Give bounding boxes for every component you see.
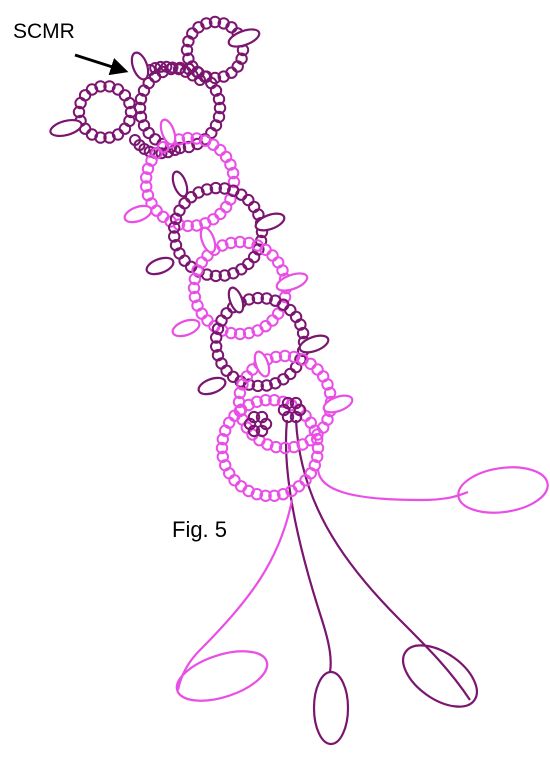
picot-dark-right-3 bbox=[298, 332, 331, 355]
figure-caption: Fig. 5 bbox=[172, 517, 227, 542]
thread-tail-dark-1 bbox=[286, 420, 331, 672]
picot-light-right-2 bbox=[275, 270, 310, 294]
picot-scmr bbox=[129, 50, 152, 81]
scmr-label: SCMR bbox=[13, 20, 75, 43]
picot-light-2 bbox=[198, 226, 218, 255]
picot-dark-left-4 bbox=[196, 375, 227, 398]
knot-left bbox=[245, 412, 271, 436]
thread-loop-dark-1 bbox=[314, 672, 348, 744]
thread-loop-dark-2 bbox=[392, 633, 487, 719]
scmr-arrow bbox=[75, 55, 125, 71]
picot-dark-left-2 bbox=[144, 255, 175, 278]
picot-top-right bbox=[227, 26, 262, 50]
thread-tail-dark-2 bbox=[296, 420, 470, 700]
thread-loop-light-1 bbox=[171, 642, 273, 711]
picot-light-left-1 bbox=[122, 203, 153, 226]
ring-light-2 bbox=[189, 237, 291, 339]
thread-tail-light-2 bbox=[318, 470, 468, 500]
picot-dark-right-1 bbox=[254, 210, 287, 233]
ring-dark-2 bbox=[211, 293, 309, 391]
thread-loop-light-2 bbox=[455, 462, 550, 518]
ring-top-left bbox=[74, 81, 136, 143]
picot-left-1 bbox=[49, 117, 84, 139]
picot-dark-1 bbox=[170, 170, 190, 199]
ring-light-1 bbox=[141, 133, 239, 231]
ring-dark-1 bbox=[169, 183, 267, 281]
picot-light-left-3 bbox=[170, 317, 201, 340]
